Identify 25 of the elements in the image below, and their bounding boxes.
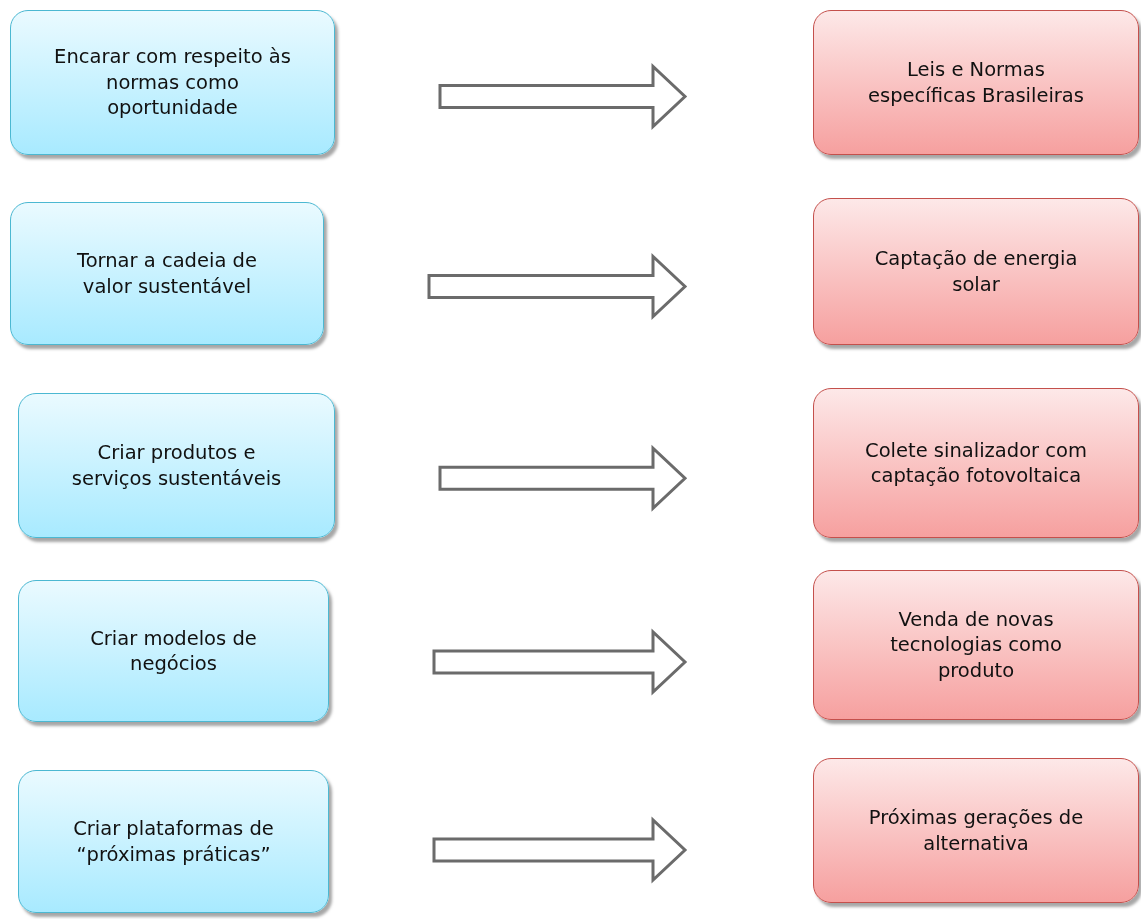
box-text: Venda de novas tecnologias como produto <box>889 607 1063 683</box>
block-arrow <box>438 444 688 512</box>
process-box <box>18 580 329 722</box>
process-box <box>813 570 1139 720</box>
box-text: Criar produtos e serviços sustentáveis <box>70 440 283 491</box>
box-text: Encarar com respeito às normas como oportunidade <box>53 44 292 121</box>
box-text: Criar modelos de negócios <box>89 625 258 677</box>
box-text: Leis e Normas específicas Brasileiras <box>867 57 1085 108</box>
process-box <box>10 202 324 345</box>
process-box <box>18 393 335 538</box>
process-box <box>18 770 329 913</box>
block-arrow <box>427 253 688 320</box>
process-box <box>10 10 335 155</box>
box-text: Captação de energia solar <box>873 246 1079 297</box>
block-arrow <box>438 63 688 130</box>
process-box <box>813 758 1139 903</box>
block-arrow <box>432 816 688 884</box>
block-arrow <box>432 628 688 696</box>
box-text: Criar plataformas de “próximas práticas” <box>72 816 275 867</box>
process-box <box>813 388 1139 538</box>
process-box <box>813 198 1139 345</box>
box-text: Tornar a cadeia de valor sustentável <box>76 248 258 299</box>
box-text: Colete sinalizador com captação fotovoltaica <box>864 437 1088 489</box>
box-text: Próximas gerações de alternativa <box>867 805 1085 856</box>
process-box <box>813 10 1139 155</box>
